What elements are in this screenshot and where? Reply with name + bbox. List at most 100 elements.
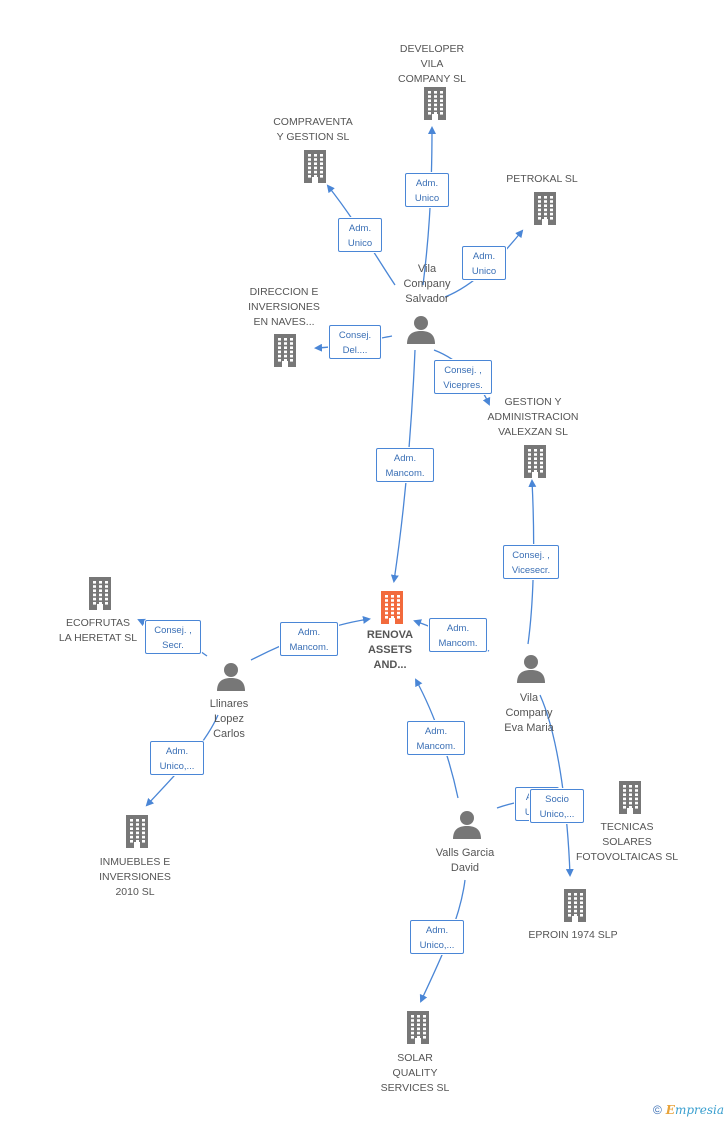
- person-salvador-label-line: Salvador: [405, 293, 449, 305]
- relation-r3-line: Adm.: [472, 251, 496, 262]
- relation-r1-line: Unico: [414, 193, 440, 204]
- relation-r12-badge[interactable]: Adm. Mancom.: [407, 721, 465, 755]
- company-inmuebles-label-line: INMUEBLES E: [99, 856, 171, 868]
- person-llinares-icon[interactable]: [216, 662, 246, 697]
- company-ecofrutas-label-line: ECOFRUTAS: [66, 617, 130, 629]
- relation-r8-badge[interactable]: Adm. Mancom.: [429, 618, 487, 652]
- company-solar-label-line: SOLAR: [397, 1052, 433, 1064]
- relation-r4-line: Consej.: [338, 330, 372, 341]
- relation-r3-badge[interactable]: Adm. Unico: [462, 246, 506, 280]
- company-compraventa-label-line: Y GESTION SL: [276, 131, 350, 143]
- person-llinares-label-line: Carlos: [213, 728, 245, 740]
- brand-logo[interactable]: Empresia: [665, 1103, 724, 1117]
- person-valls-label-line: Valls Garcia: [435, 847, 495, 859]
- company-tecnicas-label-line: SOLARES: [602, 836, 652, 848]
- relation-r11-badge[interactable]: Adm. Unico,...: [150, 741, 204, 775]
- person-salvador-icon[interactable]: [406, 315, 436, 350]
- copyright-symbol: ©: [652, 1103, 662, 1117]
- company-ecofrutas-building-icon[interactable]: [85, 576, 115, 615]
- relation-r2-line: Adm.: [348, 223, 372, 234]
- company-direccion-label-line: DIRECCION E: [249, 286, 319, 298]
- company-ecofrutas-label-line: LA HERETAT SL: [58, 632, 138, 644]
- person-evamaria-label-line: Vila: [519, 692, 539, 704]
- relation-r11-line: Unico,...: [159, 761, 195, 772]
- company-direccion-building-icon[interactable]: [270, 333, 300, 372]
- relation-r12-line: Mancom.: [416, 741, 456, 752]
- relation-r7-line: Consej. ,: [512, 550, 550, 561]
- company-inmuebles-building-icon[interactable]: [122, 814, 152, 853]
- company-gestion-label-line: VALEXZAN SL: [498, 426, 568, 438]
- company-eproin-label[interactable]: EPROIN 1974 SLP: [528, 928, 617, 943]
- company-compraventa-building-icon[interactable]: [300, 149, 330, 188]
- relation-r3-line: Unico: [471, 266, 497, 277]
- footer: ©Empresia: [653, 1103, 724, 1117]
- relation-r5-line: Consej. ,: [444, 365, 482, 376]
- relation-r6-line: Adm.: [393, 453, 417, 464]
- person-salvador-label-line: Company: [403, 278, 451, 290]
- company-gestion-building-icon[interactable]: [520, 444, 550, 483]
- relation-r9-line: Consej. ,: [154, 625, 192, 636]
- person-evamaria-label-line: Company: [505, 707, 553, 719]
- relation-r12-line: Adm.: [424, 726, 448, 737]
- relation-r8-line: Mancom.: [438, 638, 478, 649]
- relation-r14-badge[interactable]: Adm. Unico,...: [410, 920, 464, 954]
- company-direccion-label[interactable]: DIRECCION E INVERSIONES EN NAVES...: [248, 285, 320, 330]
- company-gestion-label[interactable]: GESTION Y ADMINISTRACION VALEXZAN SL: [487, 395, 578, 440]
- relation-r10-badge[interactable]: Adm.Mancom.: [280, 622, 338, 656]
- person-salvador-label-line: Vila: [417, 263, 437, 275]
- company-eproin-label-line: EPROIN 1974 SLP: [528, 929, 618, 941]
- company-inmuebles-label-line: 2010 SL: [115, 886, 155, 898]
- person-llinares-label-line: Lopez: [214, 713, 244, 725]
- company-developer-label-line: VILA: [420, 58, 444, 70]
- relation-r1-badge[interactable]: Adm. Unico: [405, 173, 449, 207]
- company-inmuebles-label[interactable]: INMUEBLES E INVERSIONES 2010 SL: [99, 855, 171, 900]
- company-ecofrutas-label[interactable]: ECOFRUTAS LA HERETAT SL: [59, 616, 137, 646]
- relation-r4-line: Del....: [342, 345, 368, 356]
- relation-r14-line: Adm.: [425, 925, 449, 936]
- company-solar-label-line: QUALITY: [392, 1067, 438, 1079]
- person-llinares-label-line: Llinares: [209, 698, 249, 710]
- relation-r8-line: Adm.: [446, 623, 470, 634]
- relation-r6-badge[interactable]: Adm. Mancom.: [376, 448, 434, 482]
- relation-r13b-line: Unico,...: [539, 809, 575, 820]
- relation-r11-line: Adm.: [165, 746, 189, 757]
- company-tecnicas-building-icon[interactable]: [615, 780, 645, 819]
- company-petrokal-building-icon[interactable]: [530, 191, 560, 230]
- company-petrokal-label[interactable]: PETROKAL SL: [506, 172, 577, 187]
- company-inmuebles-label-line: INVERSIONES: [99, 871, 171, 883]
- relation-r2-badge[interactable]: Adm.Unico: [338, 218, 382, 252]
- relation-r9-badge[interactable]: Consej. , Secr.: [145, 620, 201, 654]
- company-developer-building-icon[interactable]: [420, 86, 450, 125]
- relation-r7-line: Vicesecr.: [511, 565, 551, 576]
- company-gestion-label-line: ADMINISTRACION: [487, 411, 579, 423]
- relation-r1-line: Adm.: [415, 178, 439, 189]
- relation-r13b-line: Socio: [545, 794, 569, 805]
- relation-r14-line: Unico,...: [419, 940, 455, 951]
- company-tecnicas-label-line: FOTOVOLTAICAS SL: [575, 851, 679, 863]
- relation-r4-badge[interactable]: Consej. Del....: [329, 325, 381, 359]
- main-company-renova-building-icon[interactable]: [377, 590, 407, 629]
- company-renova-label-line: AND...: [373, 659, 407, 671]
- company-solar-building-icon[interactable]: [403, 1010, 433, 1049]
- company-direccion-label-line: INVERSIONES: [248, 301, 320, 313]
- person-valls-icon[interactable]: [452, 810, 482, 845]
- relation-r6-line: Mancom.: [385, 468, 425, 479]
- company-direccion-label-line: EN NAVES...: [253, 316, 315, 328]
- company-eproin-building-icon[interactable]: [560, 888, 590, 927]
- relation-r7-badge[interactable]: Consej. , Vicesecr.: [503, 545, 559, 579]
- person-evamaria-icon[interactable]: [516, 654, 546, 689]
- company-gestion-label-line: GESTION Y: [504, 396, 562, 408]
- relation-r5-badge[interactable]: Consej. ,Vicepres.: [434, 360, 492, 394]
- relation-r9-line: Secr.: [162, 640, 184, 651]
